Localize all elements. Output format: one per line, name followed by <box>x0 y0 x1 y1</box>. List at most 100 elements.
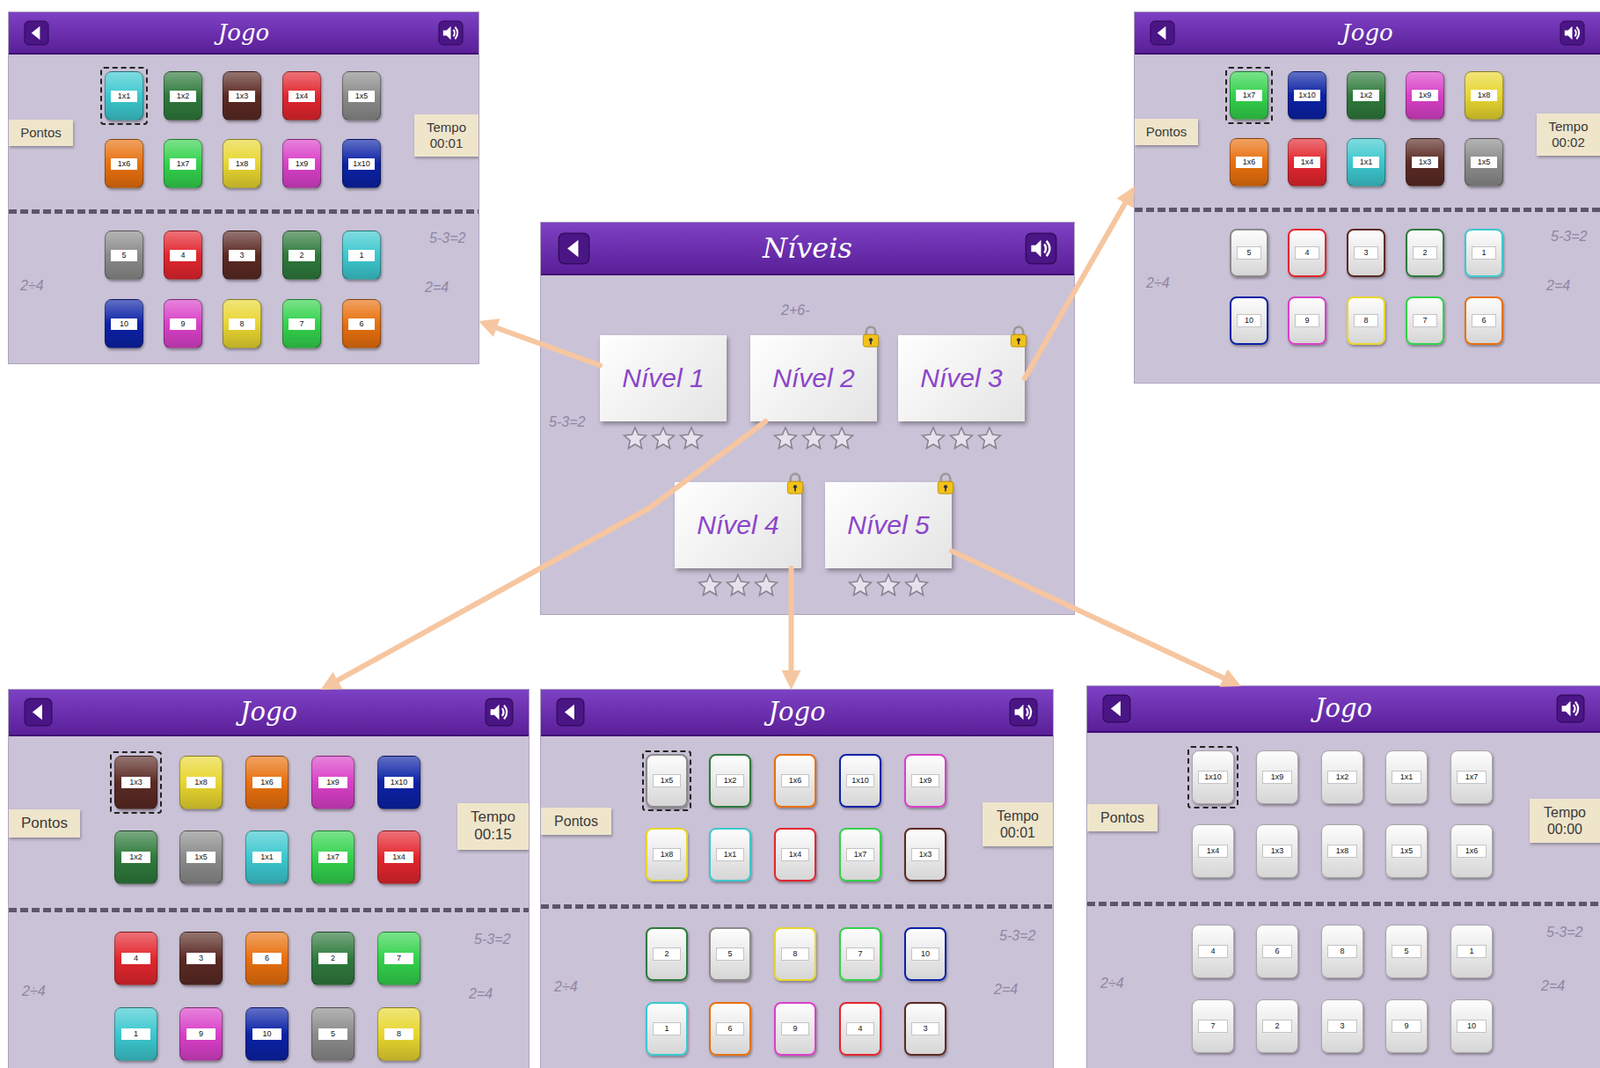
star-rating <box>771 424 856 452</box>
tile-label: 1x8 <box>228 158 256 170</box>
multiplication-tile: 1x10 <box>1191 750 1235 804</box>
header-bar: Jogo <box>8 12 479 55</box>
screen-title: Jogo <box>8 12 479 53</box>
tile-label: 7 <box>384 952 415 965</box>
multiplication-tile: 1x9 <box>904 753 947 808</box>
tile-label: 1x7 <box>318 851 349 863</box>
level-arrow <box>1024 186 1135 379</box>
background-doodle: 5-3=2 <box>1546 924 1583 941</box>
multiplication-tile: 1x7 <box>311 830 355 885</box>
tile-label: 1x2 <box>1352 89 1380 102</box>
tile-label: 1x4 <box>1198 844 1228 858</box>
answer-tile: 10 <box>1450 999 1493 1053</box>
tile-label: 1x4 <box>384 851 415 863</box>
answer-tile: 1 <box>1450 924 1493 979</box>
header-bar: Níveis <box>540 222 1074 276</box>
answer-tile: 4 <box>839 1001 882 1056</box>
answer-tile: 1 <box>1464 228 1504 278</box>
arrow-line <box>789 568 795 673</box>
lock-icon <box>859 321 883 351</box>
answer-tile: 10 <box>1229 296 1269 345</box>
multiplication-tile: 1x5 <box>645 753 688 808</box>
tile-label: 1x6 <box>781 774 810 788</box>
divider-line <box>540 904 1053 909</box>
answer-tile: 9 <box>774 1001 817 1056</box>
game-screen: JogoPontosTempo00:011x11x21x31x41x51x61x… <box>8 12 479 364</box>
answer-tile: 8 <box>222 299 262 349</box>
answer-tile: 7 <box>282 299 322 349</box>
note-text: 00:01 <box>420 135 473 152</box>
answer-tile: 6 <box>708 1001 752 1056</box>
tile-label: 1x2 <box>1327 770 1357 784</box>
multiplication-tile: 1x3 <box>1405 138 1445 187</box>
multiplication-tile: 1x10 <box>342 138 381 189</box>
answer-tile: 8 <box>1346 296 1386 345</box>
time-note: Tempo00:00 <box>1529 798 1600 843</box>
level-label: Nível 4 <box>696 510 779 541</box>
answer-tile: 1 <box>645 1001 688 1056</box>
background-doodle: 2÷4 <box>554 978 578 995</box>
multiplication-tile: 1x1 <box>245 830 289 885</box>
multiplication-tile: 1x7 <box>1229 71 1269 120</box>
multiplication-tile: 1x6 <box>774 753 817 808</box>
answer-tile: 5 <box>1229 228 1269 278</box>
multiplication-tile: 1x4 <box>774 827 817 882</box>
note-text: 00:01 <box>988 824 1047 841</box>
tile-label: 10 <box>1236 314 1263 328</box>
answer-tile: 1 <box>342 230 381 280</box>
tile-label: 7 <box>1198 1019 1228 1033</box>
tile-label: 1x1 <box>1391 770 1421 784</box>
tile-label: 1x10 <box>384 776 415 789</box>
sound-button <box>438 20 464 46</box>
tile-label: 9 <box>1391 1019 1421 1033</box>
tile-label: 1x7 <box>169 158 197 170</box>
arrow-head <box>781 670 801 690</box>
tile-label: 10 <box>1456 1019 1486 1033</box>
tile-label: 7 <box>288 318 315 330</box>
tile-label: 1x5 <box>186 851 217 863</box>
multiplication-tile: 1x3 <box>114 755 158 810</box>
tile-label: 1 <box>1471 246 1498 260</box>
back-button <box>23 20 50 46</box>
multiplication-tile: 1x1 <box>1346 138 1386 187</box>
level-arrow <box>951 550 1242 687</box>
multiplication-tile: 1x6 <box>1450 824 1493 878</box>
lock-icon <box>934 467 958 498</box>
screen-title: Níveis <box>540 222 1074 274</box>
background-doodle: 2=4 <box>1541 978 1565 994</box>
multiplication-tile: 1x5 <box>1385 824 1428 878</box>
arrow-head <box>321 672 344 690</box>
multiplication-tile: 1x10 <box>839 753 882 808</box>
tile-label: 1x3 <box>911 847 940 862</box>
back-button <box>23 697 53 727</box>
star-rating <box>621 424 706 452</box>
screen-title: Jogo <box>8 689 529 735</box>
header-bar: Jogo <box>1087 686 1600 733</box>
tile-label: 3 <box>228 249 256 262</box>
divider-line <box>8 907 529 913</box>
multiplication-tile: 1x6 <box>1229 138 1269 187</box>
background-doodle: 2÷4 <box>21 983 46 1000</box>
tile-label: 2 <box>288 249 315 262</box>
level-card: Nível 1 <box>599 335 727 422</box>
note-text: Pontos <box>14 124 67 141</box>
tile-label: 4 <box>1294 246 1321 260</box>
tile-label: 1 <box>348 249 375 262</box>
game-screen: JogoPontosTempo00:001x101x91x21x11x71x41… <box>1087 686 1600 1068</box>
tile-label: 10 <box>911 947 940 961</box>
answer-tile: 6 <box>1464 296 1504 345</box>
multiplication-tile: 1x3 <box>1256 824 1299 878</box>
arrow-line <box>336 421 766 681</box>
tile-label: 1x10 <box>1198 770 1228 784</box>
answer-tile: 10 <box>245 1007 289 1061</box>
arrow-head <box>478 318 500 337</box>
tile-label: 2 <box>1412 246 1439 260</box>
level-label: Nível 1 <box>621 363 704 394</box>
tile-label: 1 <box>121 1028 152 1040</box>
note-text: Tempo <box>420 119 473 136</box>
answer-tile: 3 <box>904 1001 947 1056</box>
multiplication-tile: 1x9 <box>1405 71 1445 120</box>
multiplication-tile: 1x7 <box>839 827 882 882</box>
multiplication-tile: 1x6 <box>104 138 144 189</box>
levels-screen: NíveisNível 1Nível 2Nível 3Nível 4Nível … <box>540 222 1074 614</box>
